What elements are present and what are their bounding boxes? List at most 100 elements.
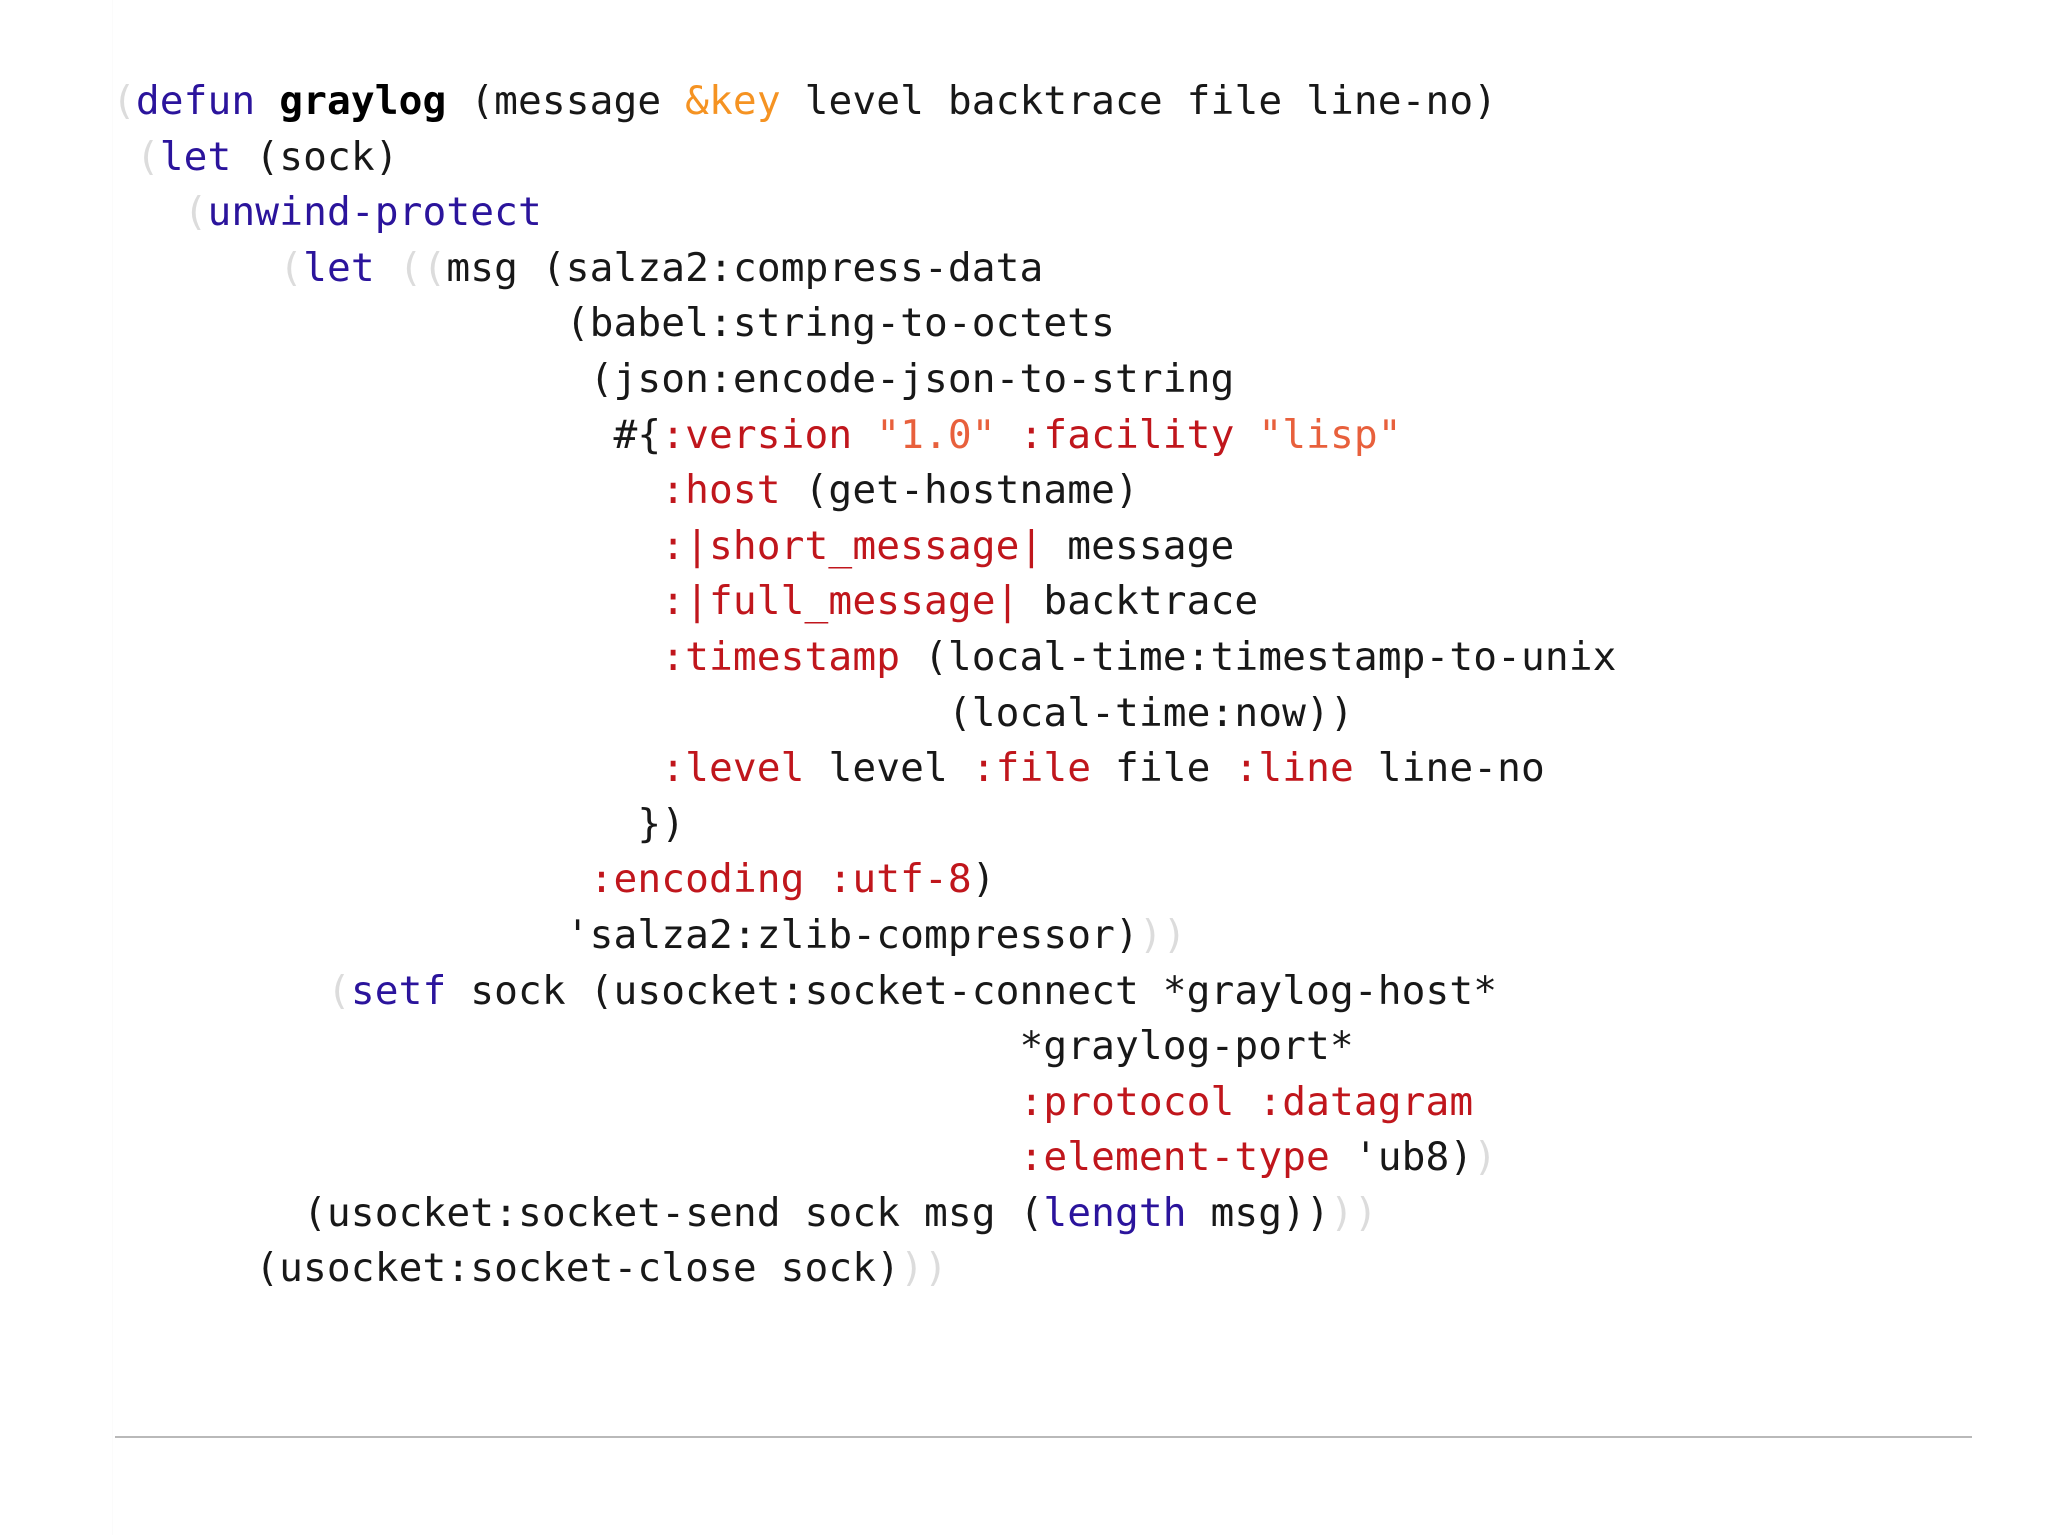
- code-line: *graylog-port*: [112, 1023, 1354, 1069]
- code-token-builtin: let: [303, 244, 375, 291]
- code-token-keyword: :facility: [1019, 411, 1235, 458]
- code-token-keyword: :host: [661, 467, 781, 514]
- code-token-keyword: :protocol: [1019, 1078, 1235, 1125]
- code-token-keyword: :line: [1234, 745, 1354, 792]
- code-token-plain: [112, 745, 661, 791]
- code-token-keyword: :|short_message|: [661, 522, 1044, 569]
- code-token-string: "1.0": [876, 411, 996, 458]
- code-token-dim: )): [1329, 1189, 1378, 1236]
- code-token-plain: (message: [446, 78, 686, 124]
- code-token-plain: (local-time:now)): [112, 689, 1354, 736]
- code-line: #{:version "1.0" :facility "lisp": [112, 412, 1402, 458]
- code-line: (json:encode-json-to-string: [112, 355, 1235, 402]
- code-token-plain: 'ub8): [1329, 1134, 1474, 1181]
- code-token-plain: [852, 412, 876, 458]
- code-token-dim: ): [1473, 1134, 1498, 1181]
- code-token-dim: (: [279, 244, 304, 291]
- code-token-dim: (: [112, 78, 136, 124]
- code-token-plain: (sock): [231, 133, 399, 180]
- code-token-plain: level backtrace file line-no): [780, 78, 1498, 124]
- code-token-plain: file: [1091, 745, 1235, 792]
- code-token-plain: [996, 412, 1020, 458]
- code-token-dim: )): [900, 1245, 948, 1292]
- code-line: (unwind-protect: [112, 189, 542, 235]
- code-line: :encoding :utf-8): [112, 856, 996, 902]
- code-token-plain: [112, 1134, 1019, 1180]
- footer-divider: [115, 1436, 1972, 1438]
- code-token-plain: [112, 523, 661, 569]
- code-token-string: "lisp": [1258, 411, 1402, 458]
- code-token-lambda: &key: [685, 78, 781, 124]
- code-token-plain: (json:encode-json-to-string: [112, 355, 1235, 402]
- code-token-plain: 'salza2:zlib-compressor): [112, 911, 1139, 958]
- code-token-plain: (local-time:timestamp-to-unix: [900, 633, 1617, 680]
- code-token-keyword: :encoding: [589, 856, 805, 903]
- code-listing[interactable]: (defun graylog (message &key level backt…: [112, 74, 1972, 1297]
- code-token-plain: backtrace: [1019, 578, 1259, 625]
- code-token-plain: [112, 1079, 1019, 1125]
- code-token-keyword: :element-type: [1019, 1134, 1330, 1181]
- code-token-plain: [112, 856, 590, 902]
- code-token-builtin: let: [159, 133, 232, 180]
- code-token-plain: [375, 245, 399, 291]
- code-token-builtin: setf: [350, 967, 447, 1014]
- code-token-plain: ): [971, 856, 996, 903]
- code-token-keyword: :version: [661, 411, 853, 458]
- code-line: :host (get-hostname): [112, 467, 1139, 513]
- left-gutter-edge: [112, 0, 113, 1535]
- code-token-plain: line-no: [1353, 745, 1545, 792]
- code-token-plain: [112, 467, 661, 513]
- code-token-plain: (get-hostname): [780, 467, 1139, 514]
- code-token-plain: [805, 856, 829, 902]
- code-token-plain: [1234, 1079, 1258, 1125]
- code-token-plain: *graylog-port*: [112, 1023, 1354, 1070]
- code-token-plain: [255, 78, 279, 124]
- code-line: (defun graylog (message &key level backt…: [112, 78, 1497, 124]
- code-token-plain: (usocket:socket-send sock msg (: [112, 1189, 1044, 1236]
- source-code-text[interactable]: (defun graylog (message &key level backt…: [112, 74, 1972, 1297]
- code-token-builtin: defun: [135, 78, 256, 124]
- code-token-dim: (: [183, 189, 208, 236]
- code-line: (babel:string-to-octets: [112, 300, 1115, 346]
- code-token-keyword: :|full_message|: [661, 578, 1020, 625]
- code-line: :protocol :datagram: [112, 1079, 1473, 1125]
- code-line: 'salza2:zlib-compressor))): [112, 912, 1187, 958]
- code-line: :timestamp (local-time:timestamp-to-unix: [112, 634, 1617, 680]
- code-line: (let (sock): [112, 134, 399, 180]
- code-token-plain: [112, 634, 661, 680]
- code-token-plain: (babel:string-to-octets: [112, 300, 1116, 347]
- code-token-plain: [112, 134, 136, 180]
- code-token-plain: level: [804, 745, 972, 792]
- code-line: :|short_message| message: [112, 523, 1234, 569]
- code-token-plain: msg (salza2:compress-data: [446, 244, 1044, 291]
- code-line: :element-type 'ub8)): [112, 1134, 1497, 1180]
- code-line: }): [112, 801, 685, 847]
- code-token-dim: )): [1138, 911, 1187, 958]
- code-token-keyword: :timestamp: [661, 633, 901, 680]
- code-token-plain: [112, 245, 279, 291]
- code-token-plain: sock (usocket:socket-connect *graylog-ho…: [446, 967, 1498, 1014]
- code-token-keyword: :file: [971, 745, 1092, 792]
- code-token-plain: (usocket:socket-close sock): [112, 1245, 901, 1292]
- code-token-dim: ((: [398, 244, 447, 291]
- code-line: (usocket:socket-send sock msg (length ms…: [112, 1190, 1378, 1236]
- code-token-dim: (: [326, 967, 351, 1014]
- code-line: (local-time:now)): [112, 690, 1354, 736]
- code-token-name: graylog: [279, 78, 447, 124]
- code-line: (usocket:socket-close sock))): [112, 1245, 948, 1291]
- code-line: :|full_message| backtrace: [112, 578, 1258, 624]
- code-token-plain: [112, 578, 661, 624]
- code-token-plain: message: [1043, 522, 1235, 569]
- code-token-plain: #{: [112, 411, 662, 458]
- code-token-plain: }): [112, 800, 686, 847]
- code-token-keyword: :level: [661, 745, 805, 792]
- code-token-plain: msg)): [1186, 1189, 1330, 1236]
- code-token-plain: [1234, 412, 1258, 458]
- code-line: (let ((msg (salza2:compress-data: [112, 245, 1043, 291]
- code-token-dim: (: [135, 133, 160, 180]
- code-token-builtin: length: [1043, 1189, 1187, 1236]
- code-token-plain: [112, 189, 184, 235]
- code-token-keyword: :datagram: [1258, 1078, 1474, 1125]
- code-line: :level level :file file :line line-no: [112, 745, 1545, 791]
- code-line: (setf sock (usocket:socket-connect *gray…: [112, 968, 1497, 1014]
